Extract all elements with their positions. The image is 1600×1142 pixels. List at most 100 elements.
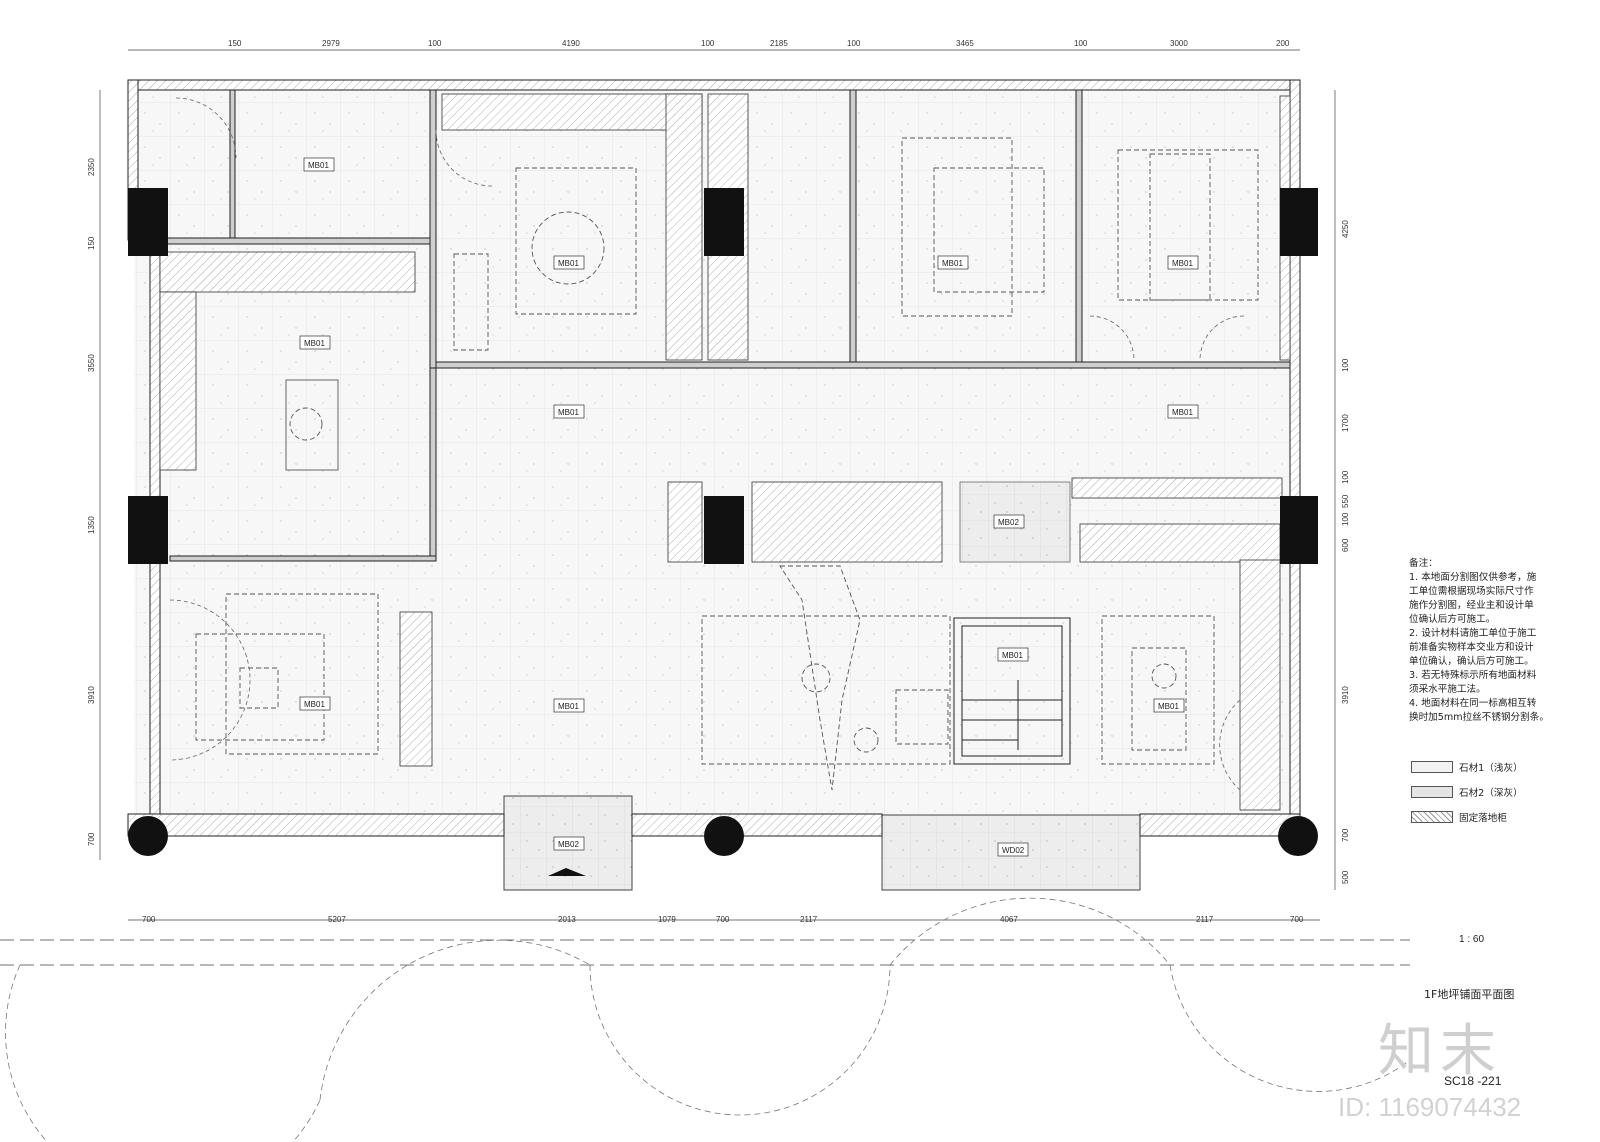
legend-swatch-cabinet bbox=[1411, 811, 1453, 823]
svg-text:200: 200 bbox=[1276, 39, 1290, 48]
svg-text:5207: 5207 bbox=[328, 915, 346, 924]
svg-text:MB01: MB01 bbox=[558, 259, 579, 268]
svg-text:2979: 2979 bbox=[322, 39, 340, 48]
svg-text:100: 100 bbox=[847, 39, 861, 48]
svg-text:100: 100 bbox=[1074, 39, 1088, 48]
room-tag: WD02 bbox=[997, 842, 1029, 857]
svg-text:3550: 3550 bbox=[87, 354, 96, 372]
note-line: 施作分割图，经业主和设计单 bbox=[1409, 600, 1534, 611]
dimension-lines bbox=[0, 49, 1410, 966]
legend-swatch-stone2 bbox=[1411, 786, 1453, 798]
legend-item: 石材1（浅灰） bbox=[1411, 760, 1561, 774]
svg-text:2185: 2185 bbox=[770, 39, 788, 48]
svg-text:MB01: MB01 bbox=[308, 161, 329, 170]
site-arcs bbox=[5, 897, 1411, 1142]
door-swings bbox=[169, 97, 1245, 791]
svg-text:4250: 4250 bbox=[1341, 220, 1350, 238]
furniture-outlines bbox=[195, 137, 1259, 791]
note-line: 须采水平施工法。 bbox=[1409, 684, 1486, 695]
svg-text:MB01: MB01 bbox=[1172, 408, 1193, 417]
svg-text:100: 100 bbox=[701, 39, 715, 48]
svg-text:1350: 1350 bbox=[87, 516, 96, 534]
scale-label: 1 : 60 bbox=[1459, 934, 1485, 945]
svg-text:2117: 2117 bbox=[800, 915, 818, 924]
svg-text:WD02: WD02 bbox=[1002, 846, 1025, 855]
svg-text:4067: 4067 bbox=[1000, 915, 1018, 924]
svg-text:MB01: MB01 bbox=[1158, 702, 1179, 711]
columns bbox=[128, 188, 1318, 856]
room-tag: MB01 bbox=[997, 647, 1029, 662]
svg-text:MB01: MB01 bbox=[304, 700, 325, 709]
right-dimensions: 4250 100 1700 100 550 100 600 3910 700 5… bbox=[1341, 220, 1350, 884]
note-line: 前准备实物样本交业方和设计 bbox=[1409, 642, 1534, 653]
room-tag: MB01 bbox=[299, 696, 331, 711]
room-tag: MB01 bbox=[553, 698, 585, 713]
svg-text:MB02: MB02 bbox=[998, 518, 1019, 527]
room-tag: MB01 bbox=[553, 404, 585, 419]
entrance-arrow bbox=[548, 868, 586, 876]
svg-text:100: 100 bbox=[428, 39, 442, 48]
svg-text:700: 700 bbox=[142, 915, 156, 924]
legend-item: 石材2（深灰） bbox=[1411, 785, 1561, 799]
room-tag: MB01 bbox=[303, 157, 335, 172]
bottom-dimensions: 700 5207 2013 1079 700 2117 4067 2117 70… bbox=[142, 915, 1304, 924]
drawing-title: 1F地坪铺面平面图 bbox=[1424, 988, 1515, 1001]
svg-text:3465: 3465 bbox=[956, 39, 974, 48]
room-tag: MB02 bbox=[553, 836, 585, 851]
svg-text:1079: 1079 bbox=[658, 915, 676, 924]
room-tag: MB01 bbox=[1153, 698, 1185, 713]
svg-text:150: 150 bbox=[228, 39, 242, 48]
svg-text:3910: 3910 bbox=[1341, 686, 1350, 704]
notes-panel: 备注： 1. 本地面分割图仅供参考，施 工单位需根据现场实际尺寸作 施作分割图，… bbox=[1409, 557, 1559, 725]
legend-label: 固定落地柜 bbox=[1459, 813, 1507, 824]
top-dimensions: 150 2979 100 4190 100 2185 100 3465 100 … bbox=[228, 39, 1290, 48]
svg-text:1700: 1700 bbox=[1341, 414, 1350, 432]
note-line: 4. 地面材料在同一标高相互转 bbox=[1409, 698, 1537, 709]
note-line: 工单位需根据现场实际尺寸作 bbox=[1409, 586, 1534, 597]
svg-text:3910: 3910 bbox=[87, 686, 96, 704]
svg-text:MB01: MB01 bbox=[1002, 651, 1023, 660]
legend-label: 石材2（深灰） bbox=[1459, 788, 1523, 799]
svg-text:MB01: MB01 bbox=[558, 702, 579, 711]
svg-text:MB01: MB01 bbox=[942, 259, 963, 268]
svg-text:3000: 3000 bbox=[1170, 39, 1188, 48]
svg-text:700: 700 bbox=[87, 832, 96, 846]
svg-text:2117: 2117 bbox=[1196, 915, 1214, 924]
note-line: 单位确认，确认后方可施工。 bbox=[1409, 656, 1534, 667]
watermark-logo: 知末 bbox=[1378, 1019, 1502, 1084]
note-line: 1. 本地面分割图仅供参考，施 bbox=[1409, 572, 1537, 583]
note-line: 换时加5mm拉丝不锈钢分割条。 bbox=[1409, 712, 1549, 723]
drawing-code: SC18 -221 bbox=[1444, 1074, 1502, 1088]
svg-text:MB01: MB01 bbox=[1172, 259, 1193, 268]
note-line: 位确认后方可施工。 bbox=[1409, 614, 1496, 625]
material-legend: 石材1（浅灰） 石材2（深灰） 固定落地柜 bbox=[1411, 760, 1561, 835]
legend-label: 石材1（浅灰） bbox=[1459, 763, 1523, 774]
svg-text:150: 150 bbox=[87, 236, 96, 250]
room-tag: MB01 bbox=[1167, 255, 1199, 270]
room-tag: MB01 bbox=[553, 255, 585, 270]
svg-text:2350: 2350 bbox=[87, 158, 96, 176]
svg-text:700: 700 bbox=[716, 915, 730, 924]
svg-text:700: 700 bbox=[1290, 915, 1304, 924]
svg-text:100: 100 bbox=[1341, 512, 1350, 526]
room-tags: MB01 MB01 MB01 MB01 MB01 MB01 MB01 MB02 … bbox=[299, 157, 1199, 857]
room-tag: MB02 bbox=[993, 514, 1025, 529]
svg-text:100: 100 bbox=[1341, 470, 1350, 484]
svg-text:MB01: MB01 bbox=[304, 339, 325, 348]
svg-text:100: 100 bbox=[1341, 358, 1350, 372]
staircase bbox=[953, 617, 1071, 765]
room-tag: MB01 bbox=[299, 335, 331, 350]
svg-text:2013: 2013 bbox=[558, 915, 576, 924]
interior-walls bbox=[159, 89, 1291, 562]
room-tag: MB01 bbox=[1167, 404, 1199, 419]
svg-text:600: 600 bbox=[1341, 538, 1350, 552]
svg-text:MB02: MB02 bbox=[558, 840, 579, 849]
svg-text:700: 700 bbox=[1341, 828, 1350, 842]
left-dimensions: 2350 150 3550 1350 3910 700 bbox=[87, 158, 96, 846]
fixed-cabinets bbox=[159, 93, 1291, 811]
watermark-id: ID: 1169074432 bbox=[1338, 1092, 1522, 1122]
svg-text:550: 550 bbox=[1341, 494, 1350, 508]
note-line: 2. 设计材料请施工单位于施工 bbox=[1409, 628, 1537, 639]
svg-text:MB01: MB01 bbox=[558, 408, 579, 417]
